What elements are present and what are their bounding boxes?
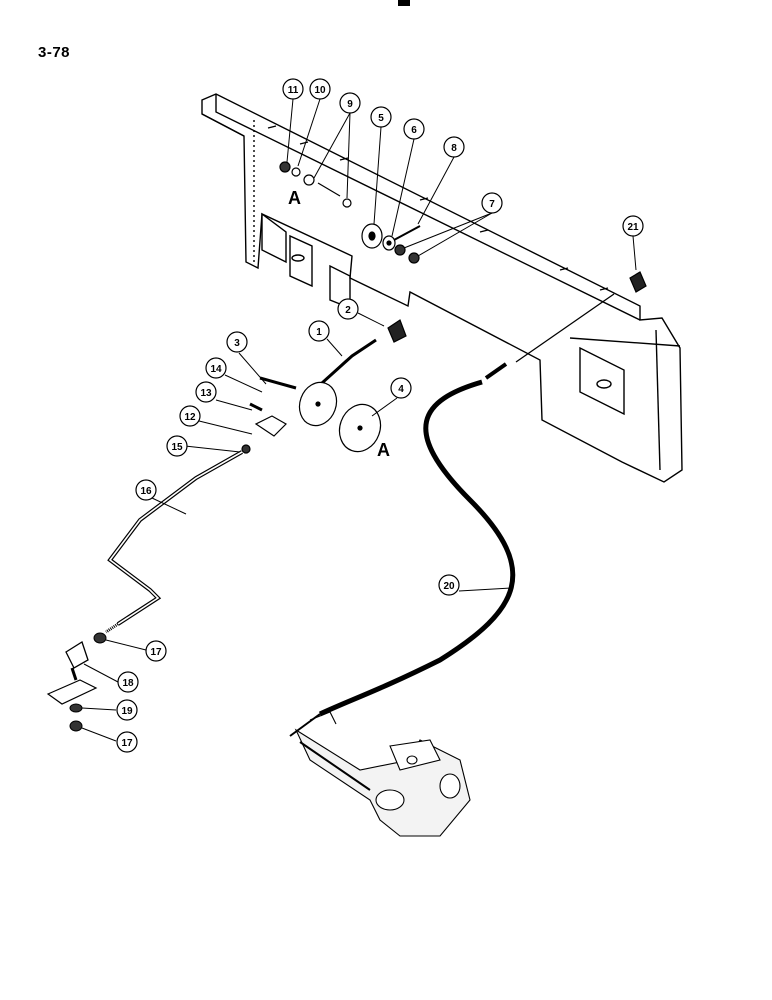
throttle-lever	[241, 338, 382, 454]
svg-text:9: 9	[347, 99, 353, 110]
svg-text:20: 20	[443, 581, 455, 592]
svg-text:8: 8	[451, 143, 457, 154]
svg-text:6: 6	[411, 125, 417, 136]
svg-text:4: 4	[398, 384, 404, 395]
callout-7: 7	[481, 192, 503, 214]
detail-marker-a-lower: A	[377, 440, 390, 460]
callout-21: 21	[622, 215, 644, 237]
svg-text:21: 21	[627, 222, 639, 233]
callout-10: 10	[309, 78, 331, 100]
svg-text:5: 5	[378, 113, 384, 124]
svg-text:7: 7	[489, 199, 495, 210]
callout-5: 5	[370, 106, 392, 128]
callout-18: 18	[117, 671, 139, 693]
detail-marker-a-upper: A	[288, 188, 301, 208]
svg-text:17: 17	[121, 738, 133, 749]
svg-text:11: 11	[288, 85, 299, 96]
callout-4: 4	[390, 377, 412, 399]
callout-17-upper: 17	[145, 640, 167, 662]
leader-lines	[81, 98, 637, 742]
svg-text:1: 1	[316, 327, 322, 338]
frame-hardware	[279, 161, 647, 343]
svg-text:10: 10	[314, 85, 326, 96]
carburetor-assembly	[294, 711, 471, 837]
svg-text:17: 17	[150, 647, 162, 658]
callout-9: 9	[339, 92, 361, 114]
callout-15: 15	[166, 435, 188, 457]
svg-text:18: 18	[122, 678, 134, 689]
callout-17-lower: 17	[116, 731, 138, 753]
throttle-cable	[289, 293, 615, 737]
svg-text:14: 14	[210, 364, 222, 375]
svg-text:3: 3	[234, 338, 240, 349]
svg-text:12: 12	[184, 412, 196, 423]
header-fragment	[398, 0, 410, 6]
callout-8: 8	[443, 136, 465, 158]
svg-text:15: 15	[171, 442, 183, 453]
callout-13: 13	[195, 381, 217, 403]
callout-11: 11	[282, 78, 304, 100]
linkage-rod	[46, 450, 243, 732]
callout-12: 12	[179, 405, 201, 427]
callout-19: 19	[116, 699, 138, 721]
callout-1: 1	[308, 320, 330, 342]
page-number: 3-78	[38, 44, 71, 61]
frame-bracket	[201, 93, 683, 483]
callout-14: 14	[205, 357, 227, 379]
callout-20: 20	[438, 574, 460, 596]
svg-text:2: 2	[345, 305, 351, 316]
svg-text:16: 16	[140, 486, 152, 497]
svg-text:19: 19	[121, 706, 133, 717]
callout-6: 6	[403, 118, 425, 140]
svg-text:13: 13	[200, 388, 212, 399]
callout-16: 16	[135, 479, 157, 501]
callout-3: 3	[226, 331, 248, 353]
callout-2: 2	[337, 298, 359, 320]
